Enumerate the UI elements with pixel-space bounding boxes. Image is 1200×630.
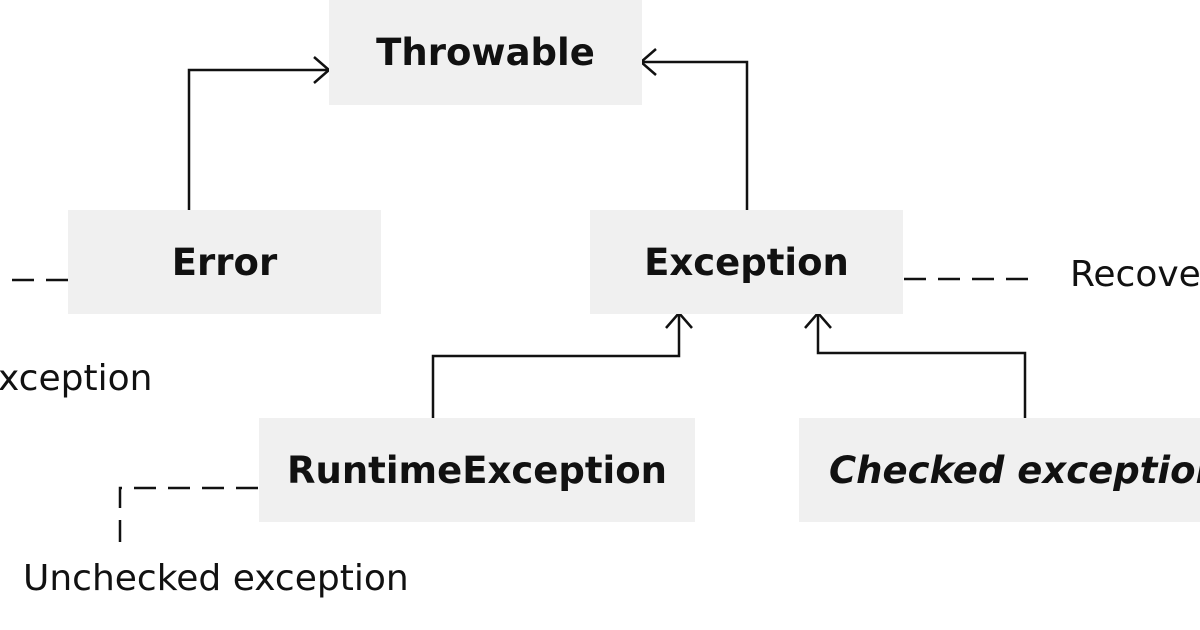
checked-to-exception-edge — [816, 314, 1027, 420]
exception-label: Exception — [644, 240, 849, 284]
runtime-exception-node: RuntimeException — [259, 418, 695, 522]
checked-exceptions-node: Checked exceptions — [799, 418, 1200, 522]
error-to-throwable-edge — [187, 68, 328, 210]
runtime-to-exception-edge — [431, 314, 681, 420]
error-label: Error — [171, 240, 278, 284]
unchecked-annotation-text: Unchecked exception — [23, 558, 409, 599]
exception-to-throwable-edge — [643, 60, 749, 210]
exception-annotation-text: Recove — [1070, 254, 1200, 295]
checked-exceptions-label: Checked exceptions — [829, 448, 1200, 492]
error-node: Error — [68, 210, 381, 314]
runtime-annotation-dash — [118, 486, 258, 542]
error-annotation-text: xception — [0, 358, 153, 399]
throwable-label: Throwable — [376, 31, 595, 74]
exception-node: Exception — [590, 210, 903, 314]
throwable-node: Throwable — [329, 0, 642, 105]
runtime-exception-label: RuntimeException — [287, 448, 667, 492]
